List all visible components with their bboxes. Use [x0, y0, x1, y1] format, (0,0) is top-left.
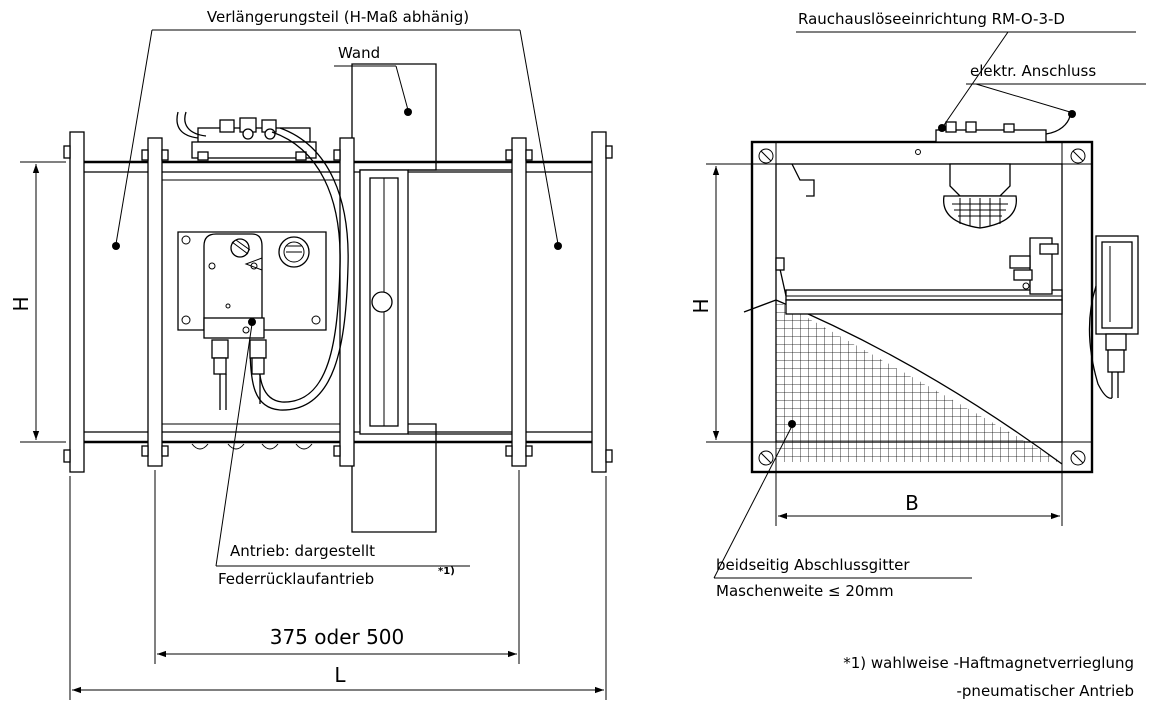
dim-inner-length-label: 375 oder 500: [270, 625, 405, 649]
label-actuator-2: Federrücklaufantrieb: [218, 570, 374, 588]
label-actuator-footnote: *1): [438, 566, 455, 577]
damper-blade: [359, 169, 512, 435]
dim-total-length: L: [69, 476, 607, 700]
flange-wall-left: [333, 137, 355, 467]
flange-left-outer: [63, 131, 85, 473]
label-grille-2: Maschenweite ≤ 20mm: [716, 582, 894, 600]
side-actuator: [1088, 235, 1139, 399]
smoke-trigger-device: [935, 110, 1076, 229]
dim-width-label: B: [905, 491, 919, 515]
label-smoke-trigger: Rauchauslöseeinrichtung RM-O-3-D: [798, 10, 1065, 28]
cable-top: [257, 131, 341, 403]
dim-inner-length: 375 oder 500: [154, 470, 520, 664]
footnote-line-2: -pneumatischer Antrieb: [957, 682, 1135, 700]
footnote-line-1: *1) wahlweise -Haftmagnetverrieglung: [843, 654, 1134, 672]
flange-right-inner: [505, 137, 533, 467]
dim-width: B: [775, 466, 1063, 526]
rod-assembly: [775, 237, 1063, 315]
dim-h-left: H: [9, 161, 66, 443]
duct-body: [80, 160, 594, 444]
callout-actuator: Antrieb: dargestellt Federrücklaufantrie…: [215, 318, 470, 588]
dim-h-right-label: H: [689, 298, 713, 313]
label-electrical: elektr. Anschluss: [970, 62, 1096, 80]
actuator-assembly: [177, 231, 327, 410]
grille: [743, 299, 1063, 465]
label-wall: Wand: [338, 44, 380, 62]
bottom-clips: [191, 443, 313, 450]
label-actuator-1: Antrieb: dargestellt: [230, 542, 375, 560]
footnote: *1) wahlweise -Haftmagnetverrieglung -pn…: [843, 654, 1134, 700]
bracket: [791, 163, 815, 197]
callout-grille: beidseitig Abschlussgitter Maschenweite …: [713, 420, 972, 600]
dim-h-left-label: H: [9, 296, 33, 311]
dim-h-right: H: [689, 163, 774, 443]
side-view: H 375 oder 500 L Verlängerungsteil (H-Ma…: [9, 8, 613, 700]
dim-total-length-label: L: [334, 663, 346, 687]
callout-wall: Wand: [334, 44, 412, 116]
callout-extension: Verlängerungsteil (H-Maß abhänig): [112, 8, 562, 250]
top-trigger-device: [176, 111, 317, 161]
callout-smoke-trigger: Rauchauslöseeinrichtung RM-O-3-D: [796, 10, 1136, 132]
label-grille-1: beidseitig Abschlussgitter: [716, 556, 910, 574]
callout-electrical: elektr. Anschluss: [966, 62, 1146, 113]
flange-right-outer: [591, 131, 613, 473]
front-view: H B Rauchauslöseeinrichtung RM-O-3-D ele…: [689, 10, 1146, 700]
flange-left-inner: [141, 137, 169, 467]
label-extension: Verlängerungsteil (H-Maß abhänig): [207, 8, 469, 26]
